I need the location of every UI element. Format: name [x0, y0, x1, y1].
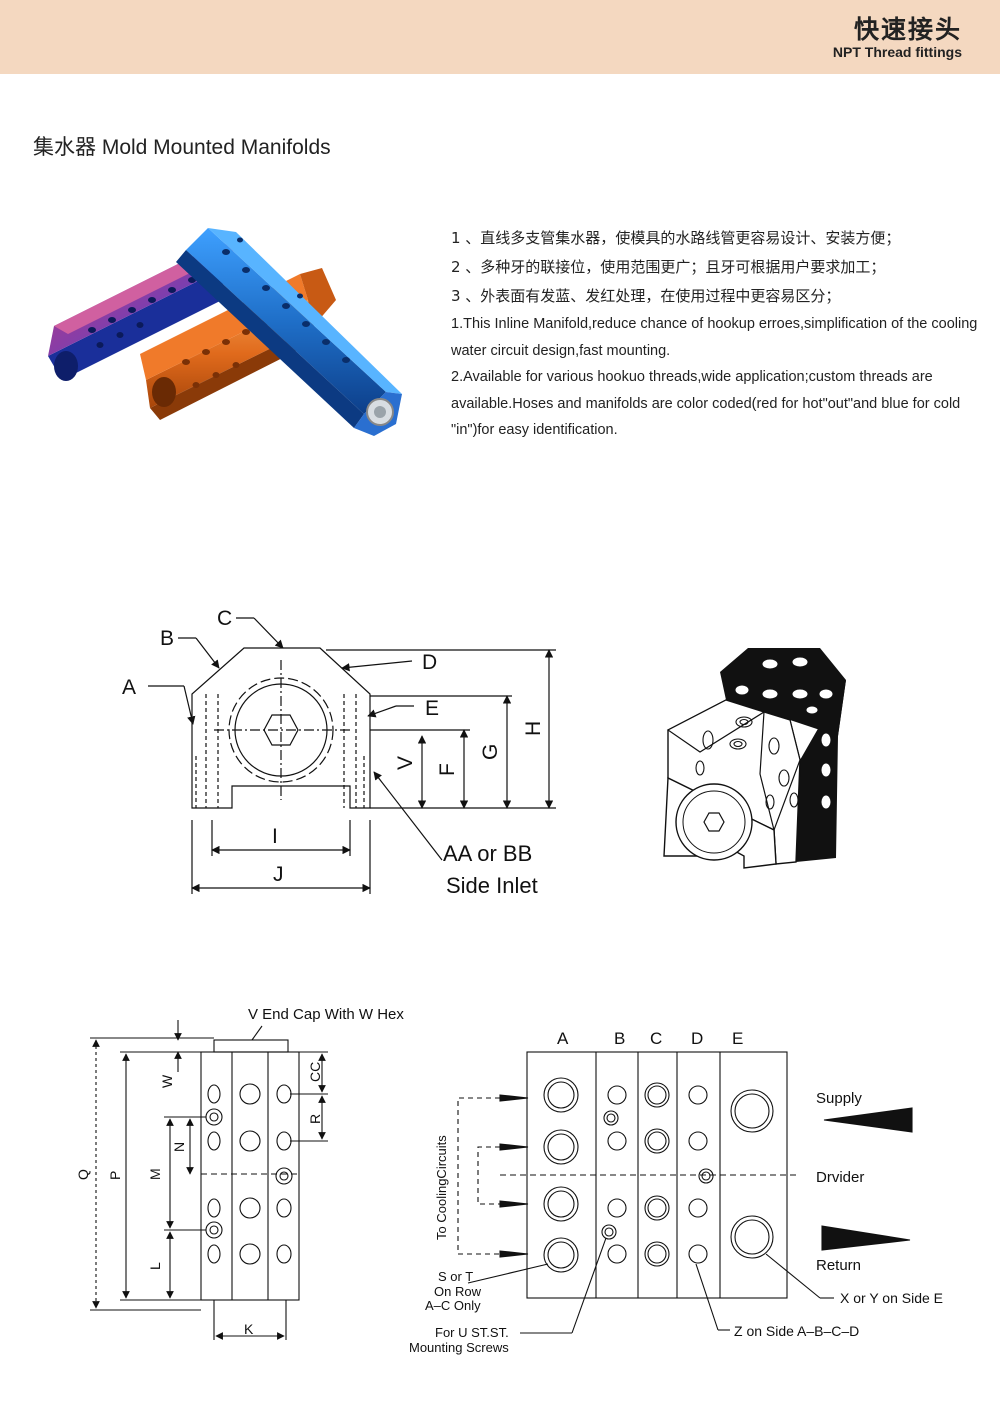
- page-title: 集水器 Mold Mounted Manifolds: [33, 136, 331, 159]
- label-CC: CC: [307, 1062, 323, 1082]
- column-label-E: E: [732, 1029, 743, 1048]
- manifold-product-photo: [48, 228, 402, 436]
- for-u-label: For U ST.ST.: [435, 1325, 509, 1340]
- product-description: 1 、直线多支管集水器，使模具的水路线管更容易设计、安装方便； 2 、多种牙的联…: [451, 224, 996, 444]
- return-arrow: [821, 1225, 911, 1251]
- side-view-ports: [205, 1083, 293, 1265]
- divider-label: Drvider: [816, 1169, 864, 1186]
- label-A: A: [122, 676, 136, 699]
- label-E: E: [425, 697, 439, 720]
- plan-view-drawing: [457, 1051, 913, 1334]
- supply-arrow: [823, 1107, 913, 1133]
- label-V: V: [394, 756, 417, 770]
- end-cap: [213, 1039, 289, 1053]
- s-or-t-label: S or T: [438, 1269, 473, 1284]
- supply-label: Supply: [816, 1090, 862, 1107]
- plan-view-labels: A B C D E Supply Drvider Return To Cooli…: [409, 1029, 943, 1355]
- label-N: N: [171, 1142, 187, 1152]
- z-on-side-label: Z on Side A–B–C–D: [734, 1323, 859, 1339]
- header-title-cn: 快速接头: [853, 15, 962, 44]
- label-B: B: [160, 627, 174, 650]
- label-W: W: [159, 1074, 175, 1088]
- desc-en-para-2: 2.Available for various hookuo threads,w…: [451, 369, 961, 438]
- cooling-circuits-label: To CoolingCircuits: [434, 1135, 449, 1240]
- label-H: H: [522, 721, 545, 736]
- isometric-manifold-drawing: [663, 648, 846, 869]
- label-J: J: [273, 863, 284, 886]
- end-view-drawing: [148, 617, 556, 894]
- ac-only-label: A–C Only: [425, 1298, 481, 1313]
- label-F: F: [436, 763, 459, 776]
- side-inlet-label-line1: AA or BB: [443, 841, 532, 866]
- label-Q: Q: [75, 1169, 91, 1180]
- side-inlet-label-line2: Side Inlet: [446, 873, 538, 898]
- side-view-drawing: [90, 1020, 328, 1340]
- return-label: Return: [816, 1257, 861, 1274]
- label-L: L: [147, 1262, 163, 1270]
- label-R: R: [307, 1114, 323, 1124]
- on-row-label: On Row: [434, 1284, 482, 1299]
- desc-cn-line-3: 3 、外表面有发蓝、发红处理，在使用过程中更容易区分；: [451, 287, 841, 305]
- end-view-labels: A B C D E I J V F G H AA or BB Side Inle…: [122, 607, 545, 898]
- side-view-labels: V End Cap With W Hex W CC R N M L P Q K: [75, 1006, 404, 1337]
- column-label-C: C: [650, 1029, 662, 1048]
- page-header-band: 快速接头 NPT Thread fittings: [0, 0, 1000, 74]
- hex-socket: [263, 714, 299, 746]
- column-label-A: A: [557, 1029, 569, 1048]
- desc-cn-line-2: 2 、多种牙的联接位，使用范围更广；且牙可根据用户要求加工；: [451, 258, 886, 276]
- x-or-y-label: X or Y on Side E: [840, 1290, 943, 1306]
- label-I: I: [272, 825, 278, 848]
- end-cap-label: V End Cap With W Hex: [248, 1006, 404, 1023]
- label-G: G: [479, 744, 502, 760]
- desc-en-para-1: 1.This Inline Manifold,reduce chance of …: [451, 316, 978, 359]
- side-view-body: [200, 1051, 300, 1301]
- header-title-en: NPT Thread fittings: [832, 44, 962, 60]
- plan-view-body: [526, 1051, 788, 1299]
- label-M: M: [147, 1168, 163, 1180]
- manifold-blue: [176, 228, 402, 436]
- mounting-screws-label: Mounting Screws: [409, 1340, 509, 1355]
- column-label-D: D: [691, 1029, 703, 1048]
- plan-view-ports: [543, 1077, 774, 1273]
- label-K: K: [244, 1321, 254, 1337]
- column-label-B: B: [614, 1029, 625, 1048]
- desc-cn-line-1: 1 、直线多支管集水器，使模具的水路线管更容易设计、安装方便；: [451, 229, 901, 247]
- label-C: C: [217, 607, 232, 630]
- label-D: D: [422, 651, 437, 674]
- label-P: P: [107, 1171, 123, 1180]
